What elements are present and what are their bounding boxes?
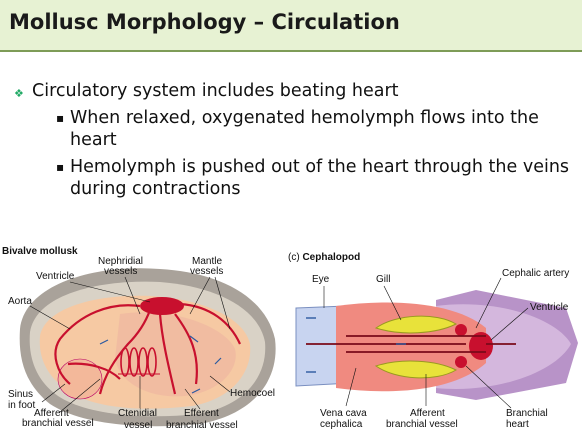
diamond-bullet-icon: ❖ — [14, 83, 24, 105]
sub-bullet-item: ▪ Hemolymph is pushed out of the heart t… — [56, 156, 574, 200]
ventricle — [140, 297, 184, 315]
bullet-item: ❖ Circulatory system includes beating he… — [14, 80, 574, 102]
label-sinus: Sinus — [8, 389, 33, 400]
label-ctenidial: Ctenidial — [118, 408, 157, 419]
label-eye: Eye — [312, 274, 330, 285]
label-nephridial-2: vessels — [104, 266, 137, 277]
bivalve-title: Bivalve mollusk — [2, 246, 78, 257]
cephalopod-title: Cephalopod — [302, 252, 360, 263]
title-bar: Mollusc Morphology – Circulation — [0, 0, 582, 52]
sub-bullet-text: When relaxed, oxygenated hemolymph flows… — [70, 108, 539, 150]
label-ceph-afferent: Afferent — [410, 408, 445, 419]
square-bullet-icon: ▪ — [56, 107, 64, 129]
sub-bullet-text: Hemolymph is pushed out of the heart thr… — [70, 157, 569, 199]
label-vena-cava: Vena cava — [320, 408, 367, 419]
label-cephalic-artery: Cephalic artery — [502, 268, 569, 279]
label-mantle-2: vessels — [190, 266, 223, 277]
label-branchial-heart: Branchial — [506, 408, 548, 419]
ceph-prefix: (c) — [288, 252, 302, 263]
label-ctenidial-2: vessel — [124, 420, 152, 430]
branchial-heart-lower — [455, 356, 467, 368]
label-sinus-2: in foot — [8, 400, 35, 411]
branchial-heart-upper — [455, 324, 467, 336]
square-bullet-icon: ▪ — [56, 156, 64, 178]
label-aorta: Aorta — [8, 296, 32, 307]
bullet-list: ❖ Circulatory system includes beating he… — [14, 80, 574, 205]
bivalve-diagram: Bivalve mollusk Nephridial vessels Mantl… — [0, 244, 282, 430]
label-vena-cava-2: cephalica — [320, 419, 363, 430]
slide-title: Mollusc Morphology – Circulation — [9, 10, 400, 34]
label-afferent-2: branchial vessel — [22, 418, 94, 429]
label-ventricle: Ventricle — [36, 271, 75, 282]
bullet-text: Circulatory system includes beating hear… — [32, 81, 399, 101]
label-hemocoel: Hemocoel — [230, 388, 275, 399]
label-branchial-heart-2: heart — [506, 419, 529, 430]
cephalopod-diagram: (c) Cephalopod Eye Gill Cephalic artery … — [286, 248, 582, 430]
sub-bullet-item: ▪ When relaxed, oxygenated hemolymph flo… — [56, 107, 574, 151]
label-efferent: Efferent — [184, 408, 219, 419]
svg-text:(c) Cephalopod: (c) Cephalopod — [288, 252, 360, 263]
label-efferent-2: branchial vessel — [166, 420, 238, 430]
label-ceph-afferent-2: branchial vessel — [386, 419, 458, 430]
label-gill: Gill — [376, 274, 390, 285]
label-ceph-ventricle: Ventricle — [530, 302, 569, 313]
